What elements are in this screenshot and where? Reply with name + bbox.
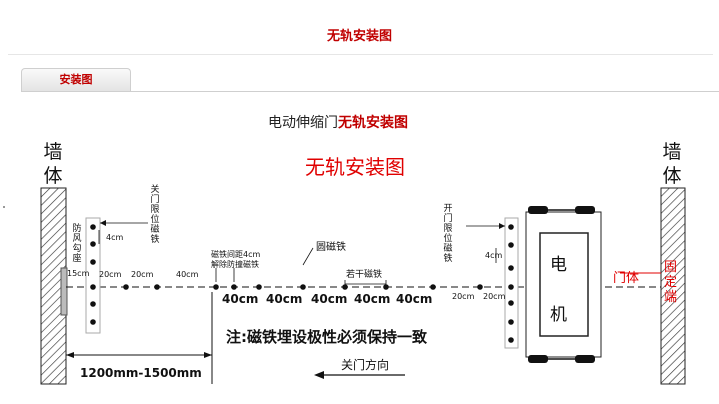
diagram-banner: 无轨安装图	[305, 155, 405, 179]
dim-20cm-c: 20cm	[452, 292, 475, 301]
diagram-heading: 电动伸缩门无轨安装图	[268, 112, 408, 132]
dim-20cm-b: 20cm	[131, 270, 154, 279]
motor-wheels	[528, 206, 595, 363]
open-limit-label: 开门限位磁铁	[443, 204, 453, 264]
tab-divider	[21, 91, 719, 92]
dim-20cm-d: 20cm	[483, 292, 506, 301]
close-end-post-dots	[90, 224, 96, 325]
heading-prefix: 电动伸缩门	[268, 115, 338, 131]
open-end-post	[504, 217, 519, 349]
ground-magnets	[123, 284, 483, 290]
divider	[8, 54, 713, 55]
big-dim-2: 40cm	[266, 292, 303, 306]
round-magnet-leader	[302, 247, 314, 266]
motor-label-bottom: 机	[550, 305, 567, 325]
dim-40cm-small: 40cm	[176, 270, 199, 279]
right-wall	[660, 187, 686, 385]
close-limit-label: 关门限位磁铁	[150, 185, 160, 245]
close-4cm-label: 4cm	[106, 233, 124, 242]
windproof-label: 防风勾座	[72, 224, 82, 264]
left-wall-label: 墙体	[43, 141, 63, 187]
dim-15cm: 15cm	[67, 269, 90, 278]
motor-label-top: 电	[550, 255, 567, 275]
motor-inner-box	[539, 232, 589, 337]
open-4cm-label: 4cm	[485, 251, 503, 260]
scroll-marker	[3, 206, 5, 208]
close-end-post	[85, 217, 101, 334]
disarm-magnet-label: 磁铁间距4cm解除防撞磁铁	[211, 250, 261, 269]
span-label: 1200mm-1500mm	[80, 366, 202, 380]
fixed-end-label: 固定端	[664, 260, 678, 305]
polarity-note: 注:磁铁埋设极性必须保持一致	[226, 328, 427, 346]
heading-highlight: 无轨安装图	[338, 115, 408, 131]
big-dim-4: 40cm	[354, 292, 391, 306]
door-body-label: 门体	[613, 271, 640, 286]
right-wall-label: 墙体	[662, 141, 682, 187]
tab-installation-diagram[interactable]: 安装图	[21, 68, 131, 91]
page-title: 无轨安装图	[326, 29, 392, 44]
big-dim-3: 40cm	[311, 292, 348, 306]
big-dim-1: 40cm	[222, 292, 259, 306]
dim-20cm-a: 20cm	[99, 270, 122, 279]
windproof-hook-seat	[60, 267, 68, 316]
round-magnet-label: 圆磁铁	[316, 242, 346, 253]
installation-diagram	[40, 187, 686, 385]
close-direction-label: 关门方向	[341, 358, 390, 372]
several-magnets-label: 若干磁铁	[346, 270, 383, 280]
big-dim-5: 40cm	[396, 292, 433, 306]
open-end-post-dots	[508, 224, 514, 343]
